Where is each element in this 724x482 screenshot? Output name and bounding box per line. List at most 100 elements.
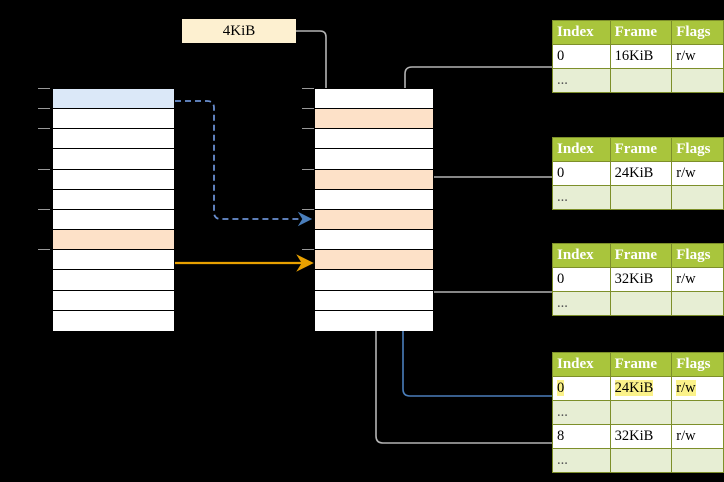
cell-index: ... bbox=[552, 291, 611, 316]
wire-label-to-frame bbox=[296, 30, 333, 119]
middle-column-ticks bbox=[302, 88, 316, 330]
column-header-flags: Flags bbox=[671, 20, 724, 45]
tick-mark bbox=[302, 249, 314, 251]
column-header-frame: Frame bbox=[609, 137, 673, 162]
memory-cell bbox=[315, 189, 433, 210]
memory-cell bbox=[53, 129, 174, 150]
highlighted-value: 24KiB bbox=[614, 380, 654, 396]
memory-cell bbox=[53, 209, 174, 231]
column-header-flags: Flags bbox=[671, 243, 724, 268]
memory-cell-frame bbox=[315, 109, 433, 130]
wire-t4-hit-to-frame bbox=[396, 219, 552, 397]
cell-flags bbox=[671, 185, 724, 210]
table-row: ... bbox=[552, 291, 724, 316]
memory-cell-frame bbox=[315, 209, 433, 231]
memory-cell bbox=[315, 149, 433, 170]
cell-flags: r/w bbox=[671, 44, 724, 69]
column-header-frame: Frame bbox=[609, 243, 673, 268]
cell-flags: r/w bbox=[671, 267, 724, 292]
table-row: 0 24KiB r/w bbox=[552, 376, 724, 401]
cell-frame: 32KiB bbox=[609, 424, 673, 449]
wire-page-to-frame-dashed bbox=[175, 100, 313, 227]
cell-index: ... bbox=[552, 185, 611, 210]
memory-cell bbox=[315, 310, 433, 331]
memory-cell bbox=[315, 129, 433, 150]
column-header-index: Index bbox=[552, 243, 611, 268]
column-header-flags: Flags bbox=[671, 352, 724, 377]
tick-mark bbox=[38, 128, 50, 130]
tick-mark bbox=[302, 88, 314, 89]
page-size-label: 4KiB bbox=[182, 19, 296, 43]
cell-frame: 24KiB bbox=[609, 376, 673, 401]
column-header-frame: Frame bbox=[609, 352, 673, 377]
cell-flags bbox=[671, 448, 724, 473]
cell-index: 0 bbox=[552, 161, 611, 186]
cell-frame: 32KiB bbox=[609, 267, 673, 292]
cell-frame: 16KiB bbox=[609, 44, 673, 69]
wire-t4-row8-to-frame bbox=[369, 261, 552, 444]
cell-frame bbox=[609, 291, 673, 316]
cell-index: 0 bbox=[552, 44, 611, 69]
table-row: ... bbox=[552, 400, 724, 425]
highlighted-value: 0 bbox=[557, 380, 565, 396]
memory-cell-page bbox=[53, 89, 174, 110]
table-row: ... bbox=[552, 185, 724, 210]
memory-cell bbox=[53, 310, 174, 331]
table-row: ... bbox=[552, 448, 724, 473]
memory-cell-frame bbox=[315, 169, 433, 190]
table-row: ... bbox=[552, 68, 724, 93]
tick-mark bbox=[302, 168, 314, 170]
tick-mark bbox=[302, 128, 314, 130]
memory-cell bbox=[53, 149, 174, 170]
cell-frame bbox=[609, 68, 673, 93]
physical-memory-column bbox=[314, 88, 434, 331]
memory-cell bbox=[53, 169, 174, 190]
memory-cell bbox=[315, 270, 433, 291]
column-header-frame: Frame bbox=[609, 20, 673, 45]
cell-frame: 24KiB bbox=[609, 161, 673, 186]
memory-cell bbox=[53, 270, 174, 291]
tick-mark bbox=[38, 168, 50, 170]
memory-cell bbox=[315, 230, 433, 251]
cell-index: 0 bbox=[552, 267, 611, 292]
memory-cell bbox=[315, 290, 433, 311]
memory-cell bbox=[53, 109, 174, 130]
tick-mark bbox=[302, 209, 314, 210]
cell-flags: r/w bbox=[671, 424, 724, 449]
cell-flags bbox=[671, 68, 724, 93]
memory-cell-frame bbox=[53, 230, 174, 251]
memory-cell bbox=[53, 189, 174, 210]
cell-index: 8 bbox=[552, 424, 611, 449]
memory-cell-frame bbox=[315, 250, 433, 271]
column-header-index: Index bbox=[552, 137, 611, 162]
cell-frame bbox=[609, 400, 673, 425]
column-header-flags: Flags bbox=[671, 137, 724, 162]
highlighted-value: r/w bbox=[676, 380, 696, 396]
cell-frame bbox=[609, 185, 673, 210]
cell-index: ... bbox=[552, 400, 611, 425]
column-header-index: Index bbox=[552, 20, 611, 45]
wire-t1-to-frame bbox=[398, 66, 552, 182]
tick-mark bbox=[38, 249, 50, 251]
cell-flags: r/w bbox=[671, 376, 724, 401]
cell-index: ... bbox=[552, 68, 611, 93]
cell-flags bbox=[671, 291, 724, 316]
cell-flags: r/w bbox=[671, 161, 724, 186]
tick-mark bbox=[38, 108, 50, 110]
virtual-address-space-column bbox=[52, 88, 175, 331]
tick-mark bbox=[38, 209, 50, 210]
cell-frame bbox=[609, 448, 673, 473]
cell-index: ... bbox=[552, 448, 611, 473]
cell-flags bbox=[671, 400, 724, 425]
